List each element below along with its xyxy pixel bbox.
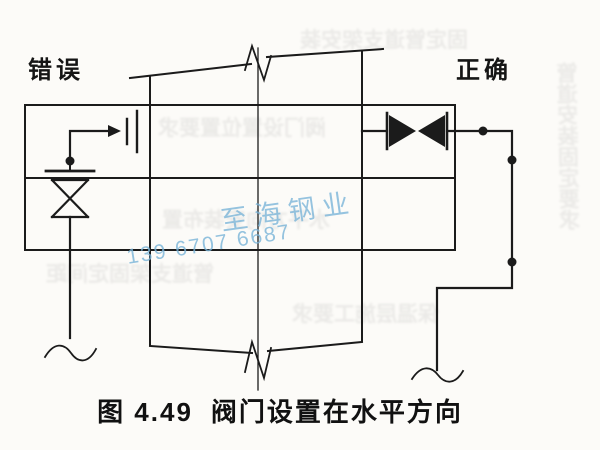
figure-caption: 图 4.49 阀门设置在水平方向 <box>0 392 560 429</box>
valve-bowtie-left <box>389 115 416 147</box>
label-correct: 正确 <box>456 57 512 84</box>
outlet-pipe-run <box>435 129 514 372</box>
pipe-break-squiggle <box>43 344 98 362</box>
vertical-duct <box>128 43 385 391</box>
pipe-junction-dot <box>507 155 517 165</box>
vertical-duct-bottom-edges <box>148 340 364 355</box>
correct-branch <box>360 111 517 383</box>
bottom-break-mark <box>243 338 273 382</box>
pipe-junction-dot <box>507 257 517 267</box>
top-break-mark <box>243 43 273 83</box>
branch-pipe <box>68 129 110 159</box>
figure-number: 图 4.49 <box>97 397 193 427</box>
gate-valve-symbol-vertical <box>50 178 90 219</box>
label-wrong: 错误 <box>28 57 84 84</box>
vertical-duct-top-edges <box>128 47 385 80</box>
figure-title: 阀门设置在水平方向 <box>210 397 463 427</box>
pipe-break-squiggle <box>410 367 465 383</box>
wrong-branch <box>43 109 139 362</box>
duct-socket-flange <box>125 109 139 154</box>
pipe-junction-dot <box>478 126 488 136</box>
flow-arrow-icon <box>108 125 121 137</box>
valve-bowtie-right <box>418 115 445 147</box>
horizontal-duct <box>24 104 456 251</box>
